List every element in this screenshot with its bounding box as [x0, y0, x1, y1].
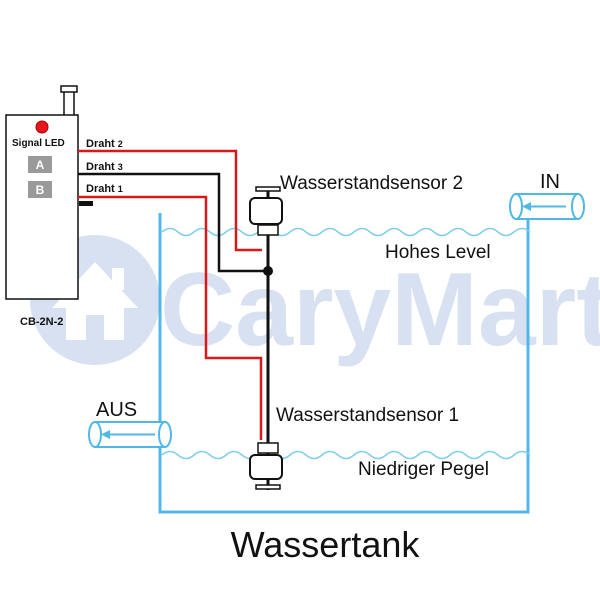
low-water-surface: [161, 450, 531, 460]
sensor-1-label: Wasserstandsensor 1: [276, 405, 459, 426]
low-level-label: Niedriger Pegel: [358, 459, 489, 480]
junction-dot: [263, 266, 273, 276]
wire-1: [78, 195, 263, 440]
level-sensor-1: [249, 442, 283, 490]
high-water-surface: [161, 227, 531, 237]
outlet-label: AUS: [96, 399, 137, 421]
inlet-label: IN: [540, 171, 560, 193]
high-level-label: Hohes Level: [385, 242, 491, 263]
tank-title: Wassertank: [231, 524, 421, 565]
water-tank: [158, 213, 531, 514]
button-a-label: A: [36, 158, 45, 172]
watermark: CaryMart: [30, 235, 600, 368]
wire-2: [78, 149, 262, 252]
wiring: [78, 149, 268, 440]
button-a[interactable]: [28, 156, 52, 173]
outlet-pipe: [88, 421, 172, 448]
wire-3: [78, 172, 268, 273]
controller-model-label: CB-2N-2: [20, 316, 63, 328]
sensor-2-label: Wasserstandsensor 2: [280, 173, 463, 194]
tank-outline: [158, 213, 530, 514]
remote-controller: Signal LED A B: [5, 85, 93, 300]
watermark-text: CaryMart: [160, 252, 600, 368]
signal-led-label: Signal LED: [12, 138, 65, 149]
level-sensor-2: [249, 186, 283, 236]
terminal-stub: [79, 201, 93, 206]
button-b[interactable]: [28, 181, 52, 198]
button-b-label: B: [36, 183, 45, 197]
signal-led-icon: [35, 120, 49, 134]
antenna-icon: [63, 89, 75, 117]
inlet-pipe: [509, 193, 585, 220]
controller-body: [5, 114, 79, 300]
